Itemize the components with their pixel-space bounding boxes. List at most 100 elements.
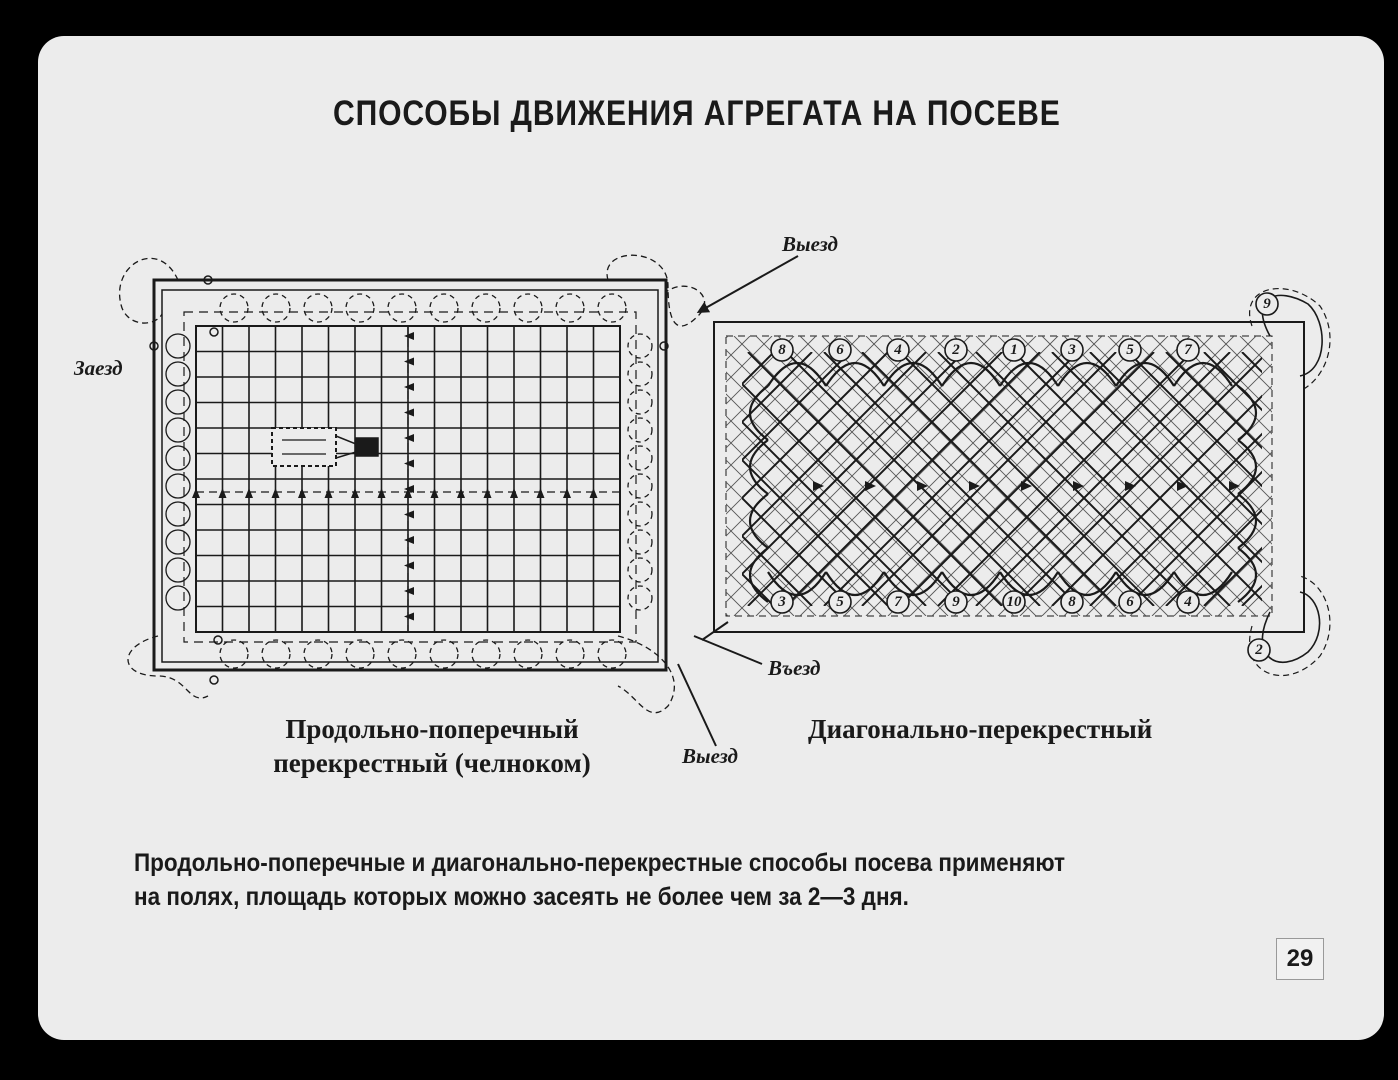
turn-loop [597, 293, 627, 323]
turn-loop [627, 529, 653, 555]
turn-loop [429, 293, 459, 323]
bottom-pass-number [1118, 590, 1142, 614]
left-field-diagram [119, 254, 717, 747]
direction-arrow [589, 488, 598, 498]
turn-loop [387, 293, 417, 323]
caption-left: Продольно-поперечный перекрестный (челно… [236, 712, 628, 780]
caption-right: Диагонально-перекрестный [808, 714, 1153, 744]
turn-loop [627, 417, 653, 443]
diagonal-pass [1051, 394, 1262, 606]
hatch-line [1306, 336, 1384, 616]
hatch-line [726, 336, 883, 493]
diagonal-pass [1013, 356, 1262, 606]
hatch-line [1217, 336, 1272, 391]
right-field-diagram [426, 255, 1384, 677]
description-text: Продольно-поперечные и диагонально-перек… [134, 846, 1232, 914]
hatch-line [1239, 336, 1272, 369]
corner-number-top-label: 9 [1263, 296, 1271, 312]
hatch-line [726, 503, 839, 616]
caption-left-line1: Продольно-поперечный [285, 714, 579, 744]
top-pass-number-label: 7 [1184, 342, 1192, 358]
diagonal-pass [899, 352, 1155, 606]
direction-arrow [430, 488, 439, 498]
turn-loop [555, 639, 585, 669]
hatch-line [726, 336, 751, 361]
hatch-line [755, 336, 1037, 616]
diagonal-pass [785, 352, 1041, 606]
bottom-pass-number-label: 8 [1068, 594, 1076, 610]
hatch-line [726, 336, 839, 449]
description-line1: Продольно-поперечные и диагонально-перек… [134, 849, 1066, 877]
top-pass-number-label: 6 [836, 342, 844, 358]
hatch-line [726, 525, 817, 616]
turn-loop [165, 361, 191, 387]
hatch-line [975, 336, 1257, 616]
label-entry-left: Заезд [74, 356, 123, 380]
direction-arrow [1125, 481, 1136, 491]
diagonal-pass [1241, 352, 1262, 374]
hatch-line [726, 336, 949, 559]
corner-number-bottom [1247, 638, 1271, 662]
direction-arrow [404, 408, 414, 417]
hatch-line [726, 591, 751, 616]
turn-loop [261, 293, 291, 323]
top-pass-number [1176, 338, 1200, 362]
hatch-line [426, 336, 706, 616]
bottom-pass-number-label: 4 [1184, 594, 1192, 610]
turn-loop [165, 389, 191, 415]
top-pass-number [828, 338, 852, 362]
direction-arrow [404, 485, 414, 493]
diagonal-pass [742, 352, 927, 538]
turn-loop [471, 293, 501, 323]
diagonal-pass [742, 352, 889, 500]
bottom-pass-number-label: 5 [836, 594, 844, 610]
bottom-pass-number-label: 9 [952, 594, 960, 610]
diagonal-pass [861, 352, 1117, 606]
turn-loop [513, 293, 543, 323]
description-line2: на полях, площадь которых можно засеять … [134, 883, 909, 911]
direction-arrow [563, 488, 571, 498]
top-pass-number-label: 1 [1010, 342, 1018, 358]
hatch-line [1284, 336, 1384, 616]
bottom-pass-number-label: 6 [1126, 594, 1134, 610]
direction-arrow [404, 510, 414, 519]
hatch-line [1261, 605, 1272, 616]
hatch-line [1151, 495, 1272, 616]
direction-arrow [404, 332, 414, 340]
direction-arrow [298, 488, 306, 498]
hatch-line [1217, 561, 1272, 616]
top-pass-number-label: 3 [1068, 342, 1076, 358]
top-pass-number [770, 338, 794, 362]
turn-loop [627, 557, 653, 583]
direction-arrow [865, 481, 876, 491]
turn-loop [345, 293, 375, 323]
hatch-line [1195, 336, 1272, 413]
hatch-line [426, 336, 706, 616]
hatch-line [726, 336, 927, 537]
direction-arrow [404, 383, 414, 391]
hatch-line [1195, 539, 1272, 616]
direction-arrow [351, 488, 359, 498]
bottom-pass-number [1176, 590, 1200, 614]
diagonal-pass [823, 352, 1079, 606]
diagonal-pass [1089, 432, 1262, 606]
direction-arrow [813, 481, 824, 491]
hatch-line [726, 336, 729, 339]
direction-arrow [917, 481, 928, 491]
bottom-pass-number-label: 3 [778, 594, 786, 610]
hatch-line [726, 336, 971, 581]
top-pass-number-label: 2 [952, 342, 960, 358]
turn-loop [165, 333, 191, 359]
diagonal-pass [1280, 352, 1384, 606]
direction-arrow [404, 434, 414, 442]
turn-loop [165, 445, 191, 471]
bottom-pass-number [944, 590, 968, 614]
diagonal-pass [975, 352, 1231, 606]
turn-loop [219, 293, 249, 323]
turn-loop [303, 639, 333, 669]
direction-arrow [404, 587, 414, 595]
turn-loop [627, 501, 653, 527]
diagonal-pass [1203, 546, 1262, 606]
bottom-pass-number-label: 10 [1006, 594, 1022, 610]
direction-arrow [1177, 481, 1188, 491]
